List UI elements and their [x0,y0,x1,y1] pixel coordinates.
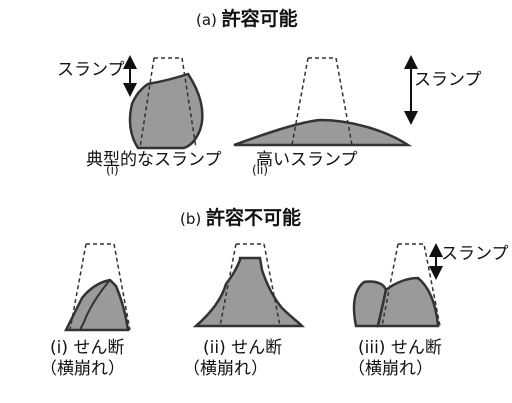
typical-caption: 典型的なスランプ [86,150,222,170]
shear-2-cone-outline [219,243,281,327]
typical-slump-label: スランプ [57,60,125,80]
typical-slump-figure [123,55,204,150]
shear-3-right-block [376,276,440,328]
shear-1-caption: (i) せん断 [50,338,125,358]
high-caption: 高いスランプ [256,150,358,170]
shear-1-caption-sub: （横崩れ） [40,359,125,379]
shear-3-left-block [352,280,388,328]
high-concrete [233,118,413,147]
shear-3-caption-sub: （横崩れ） [348,359,433,379]
high-cone-outline [291,57,353,146]
typical-caption-num: (i) [106,163,119,177]
typical-concrete [128,72,204,150]
high-slump-figure [233,55,418,147]
shear-1-figure [63,243,131,332]
shear-2-caption: (ii) せん断 [203,338,283,358]
header-acceptable: (a) 許容可能 [196,10,298,29]
shear-3-figure [352,243,443,328]
shear-3-slump-label: スランプ [441,244,509,264]
shear-2-caption-sub: （横崩れ） [183,359,268,379]
shear-1-cone-outline [69,243,131,331]
high-caption-num: (ii) [252,163,269,177]
shear-2-figure [192,243,306,328]
high-slump-label: スランプ [414,70,482,90]
shear-2-concrete [192,256,306,328]
shear-1-concrete [63,278,130,332]
header-unacceptable-title: 許容不可能 [206,207,302,229]
header-acceptable-prefix: (a) [196,11,222,29]
shear-3-cone-outline [381,243,441,327]
header-acceptable-title: 許容可能 [221,8,298,30]
header-unacceptable-prefix: (b) [180,210,206,228]
typical-cone-outline [139,57,197,149]
shear-3-caption: (iii) せん断 [358,338,442,358]
header-unacceptable: (b) 許容不可能 [180,209,301,228]
shear-1-crack [79,279,111,331]
